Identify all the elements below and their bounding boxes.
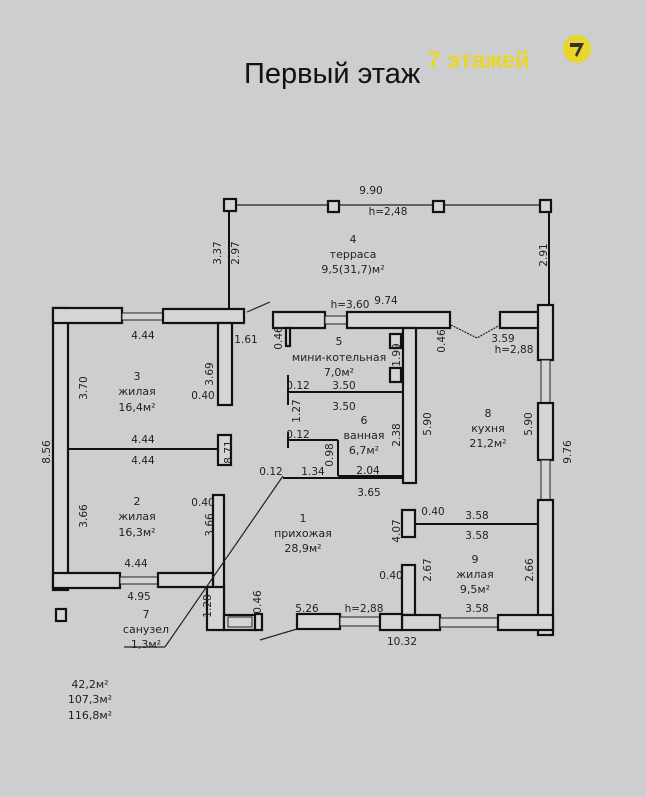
room-6: 6 ванная 6,7м² <box>344 414 385 457</box>
svg-text:28,9м²: 28,9м² <box>284 542 321 555</box>
dim: 3.66 <box>204 513 216 537</box>
dim: h=2,88 <box>345 603 384 615</box>
dim: 3.58 <box>465 603 488 615</box>
dim: 0.40 <box>421 506 444 518</box>
dim: 9.74 <box>374 295 398 307</box>
dim: 1.34 <box>301 466 325 478</box>
svg-text:9,5м²: 9,5м² <box>460 583 490 596</box>
dim: h=3,60 <box>331 299 370 311</box>
dim: 8.71 <box>223 440 235 463</box>
dim: 0.12 <box>286 429 309 441</box>
dim: 9.76 <box>562 440 574 464</box>
dim: 4.44 <box>124 558 148 570</box>
svg-text:21,2м²: 21,2м² <box>469 437 506 450</box>
svg-text:2: 2 <box>134 495 141 508</box>
walls <box>51 301 555 648</box>
dim: 5.26 <box>295 603 319 615</box>
room-1: 1 прихожая 28,9м² <box>274 512 332 555</box>
svg-text:жилая: жилая <box>118 385 155 398</box>
svg-text:4: 4 <box>350 233 357 246</box>
terrace-outline <box>222 197 553 310</box>
dim: 3.37 <box>212 241 224 264</box>
room-3: 3 жилая 16,4м² <box>118 370 155 414</box>
svg-text:16,3м²: 16,3м² <box>118 526 155 539</box>
dim: 3.66 <box>78 504 90 528</box>
dim: 3.50 <box>332 380 355 392</box>
svg-text:107,3м²: 107,3м² <box>68 693 112 706</box>
dim: 4.44 <box>131 434 155 446</box>
svg-text:жилая: жилая <box>118 510 155 523</box>
dim: 0.98 <box>324 443 336 466</box>
svg-text:9: 9 <box>472 553 479 566</box>
svg-text:жилая: жилая <box>456 568 493 581</box>
svg-text:8: 8 <box>485 407 492 420</box>
svg-text:6,7м²: 6,7м² <box>349 444 379 457</box>
dim: 0.12 <box>259 466 282 478</box>
dim: 3.58 <box>465 510 488 522</box>
room-2: 2 жилая 16,3м² <box>118 495 155 539</box>
room-5: 5 мини-котельная 7,0м² <box>292 335 386 379</box>
svg-text:1,3м²: 1,3м² <box>131 638 161 651</box>
room-7: 7 санузел 1,3м² <box>123 608 169 651</box>
area-totals: 42,2м² 107,3м² 116,8м² <box>68 678 112 722</box>
dim: 3.70 <box>78 376 90 399</box>
dim: 4.95 <box>127 591 150 603</box>
dim: 0.46 <box>252 590 264 614</box>
dim: 4.07 <box>391 519 403 542</box>
dim: 3.50 <box>332 401 355 413</box>
dim: 0.40 <box>379 570 402 582</box>
svg-text:кухня: кухня <box>471 422 504 435</box>
svg-text:ванная: ванная <box>344 429 385 442</box>
dim: 4.44 <box>131 455 155 467</box>
room-9: 9 жилая 9,5м² <box>456 553 493 596</box>
svg-text:5: 5 <box>336 335 343 348</box>
dim: 2.66 <box>524 558 536 582</box>
dim: 3.59 <box>491 333 514 345</box>
dim: 5.90 <box>523 412 535 435</box>
svg-text:42,2м²: 42,2м² <box>71 678 108 691</box>
dim: 3.65 <box>357 487 380 499</box>
dim: 0.40 <box>191 390 214 402</box>
dim: 8.56 <box>41 440 53 464</box>
dim: 3.58 <box>465 530 488 542</box>
dim: 4.44 <box>131 330 155 342</box>
dim: 1.28 <box>202 594 214 617</box>
dim: 2.38 <box>391 423 403 446</box>
dim: 2.04 <box>356 465 380 477</box>
svg-text:6: 6 <box>361 414 368 427</box>
dim: h=2,88 <box>495 344 534 356</box>
dim: 0.12 <box>286 380 309 392</box>
dim: 2.97 <box>230 241 242 264</box>
svg-text:мини-котельная: мини-котельная <box>292 351 386 364</box>
svg-text:116,8м²: 116,8м² <box>68 709 112 722</box>
dim: 0.46 <box>436 329 448 353</box>
seven-circle-logo-icon <box>563 35 591 63</box>
dim: h=2,48 <box>369 206 408 218</box>
dim: 1.27 <box>291 399 303 422</box>
svg-text:санузел: санузел <box>123 623 169 636</box>
svg-text:1: 1 <box>300 512 307 525</box>
svg-text:прихожая: прихожая <box>274 527 332 540</box>
svg-text:терраса: терраса <box>330 248 377 261</box>
svg-text:7: 7 <box>143 608 150 621</box>
dimensions: 9.90 h=2,48 3.37 2.97 2.91 h=3,60 9.74 4… <box>41 185 574 648</box>
room-4: 4 терраса 9,5(31,7)м² <box>321 233 384 276</box>
page-title: Первый этаж <box>244 58 421 90</box>
svg-text:7,0м²: 7,0м² <box>324 366 354 379</box>
dim: 5.90 <box>422 412 434 435</box>
brand-watermark: 7 этажей <box>427 47 530 74</box>
dim: 0.46 <box>273 326 285 350</box>
svg-text:16,4м²: 16,4м² <box>118 401 155 414</box>
dim: 0.40 <box>191 497 214 509</box>
svg-text:9,5(31,7)м²: 9,5(31,7)м² <box>321 263 384 276</box>
dim: 10.32 <box>387 636 417 648</box>
dim: 1.61 <box>234 334 257 346</box>
svg-text:3: 3 <box>134 370 141 383</box>
dim: 2.67 <box>422 558 434 581</box>
dim: 1.99 <box>391 343 403 366</box>
room-8: 8 кухня 21,2м² <box>469 407 506 450</box>
dim: 2.91 <box>538 243 550 266</box>
dim: 9.90 <box>359 185 382 197</box>
dim: 3.69 <box>204 362 216 385</box>
